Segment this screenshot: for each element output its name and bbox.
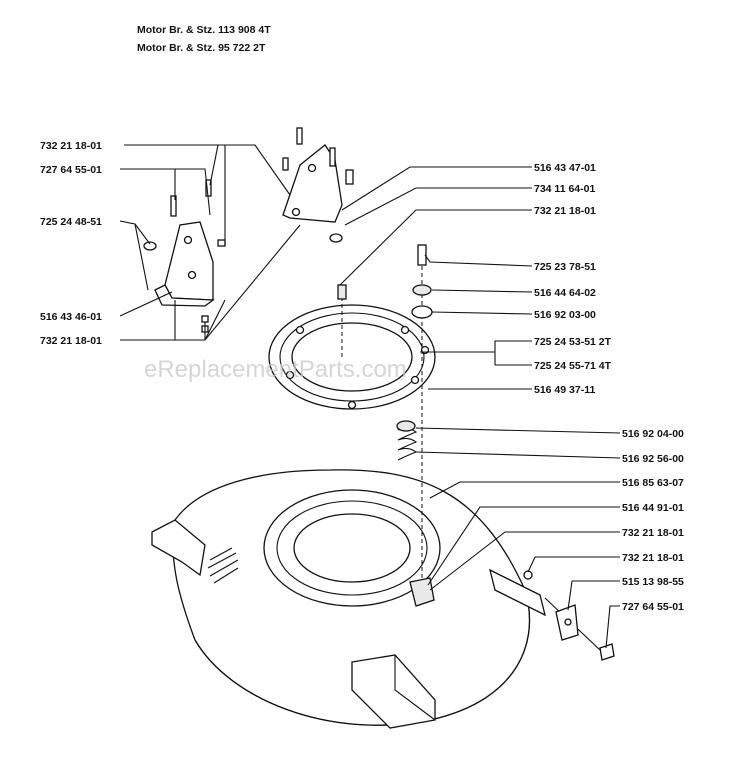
label-right-10: 516 92 04-00 (622, 428, 684, 440)
deck-mount-ring-inner (293, 513, 411, 583)
label-right-8: 725 24 55-71 4T (534, 360, 612, 372)
engine-plate (268, 304, 436, 410)
label-left-4: 516 43 46-01 (40, 311, 102, 323)
spring (396, 420, 418, 461)
label-right-1: 516 43 47-01 (534, 162, 596, 174)
label-right-15: 732 21 18-01 (622, 552, 684, 564)
mower-deck (151, 469, 601, 729)
label-right-9: 516 49 37-11 (534, 384, 595, 396)
left-bracket (143, 179, 226, 333)
watermark: eReplacementParts.com (144, 356, 407, 383)
label-right-13: 516 44 91-01 (622, 502, 684, 514)
header-line-1: Motor Br. & Stz. 113 908 4T (137, 24, 271, 36)
header-line-2: Motor Br. & Stz. 95 722 2T (137, 42, 266, 54)
leader-lines (119, 144, 621, 649)
label-left-2: 727 64 55-01 (40, 164, 102, 176)
label-left-5: 732 21 18-01 (40, 335, 102, 347)
label-right-5: 516 44 64-02 (534, 287, 596, 299)
handle-bracket (555, 604, 615, 661)
label-right-7: 725 24 53-51 2T (534, 336, 612, 348)
label-right-17: 727 64 55-01 (622, 601, 684, 613)
right-bracket (282, 127, 354, 243)
label-right-6: 516 92 03-00 (534, 309, 596, 321)
label-right-2: 734 11 64-01 (534, 183, 595, 195)
label-right-12: 516 85 63-07 (622, 477, 684, 489)
label-right-3: 732 21 18-01 (534, 205, 596, 217)
label-right-11: 516 92 56-00 (622, 453, 684, 465)
label-right-16: 515 13 98-55 (622, 576, 684, 588)
label-left-3: 725 24 48-51 (40, 216, 102, 228)
label-right-4: 725 23 78-51 (534, 261, 596, 273)
label-right-14: 732 21 18-01 (622, 527, 684, 539)
label-left-1: 732 21 18-01 (40, 140, 102, 152)
deck-vent-grille (207, 547, 239, 584)
